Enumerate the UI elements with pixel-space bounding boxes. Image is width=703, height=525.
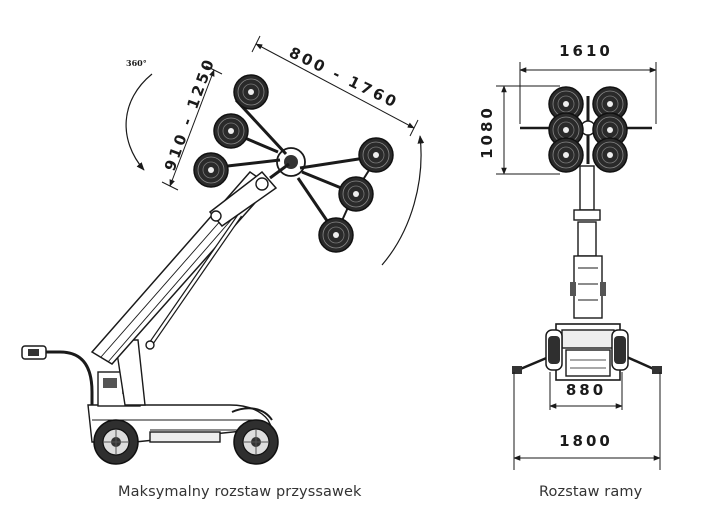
front-view-wheels	[512, 329, 662, 374]
dim-reach-label: 800 - 1760	[286, 43, 402, 112]
dim-inner-width-label: 880	[566, 381, 606, 399]
front-view-machine	[517, 96, 657, 381]
dim-outer-width-label: 1800	[559, 432, 613, 450]
side-view-machine	[21, 98, 379, 443]
dim-height-label-front: 1080	[478, 105, 496, 159]
front-view-dimension-lines	[496, 62, 661, 470]
dim-reach-line	[251, 35, 419, 137]
rotation-label: 360°	[126, 58, 147, 68]
rotation-arrow-right	[381, 135, 425, 266]
dim-top-width-label: 1610	[559, 42, 613, 60]
caption-max-pad-spacing: Maksymalny rozstaw przyssawek	[118, 484, 362, 500]
dim-height-line	[161, 65, 223, 191]
rotation-arrow-left	[125, 73, 153, 171]
caption-frame-spacing: Rozstaw ramy	[539, 484, 643, 500]
